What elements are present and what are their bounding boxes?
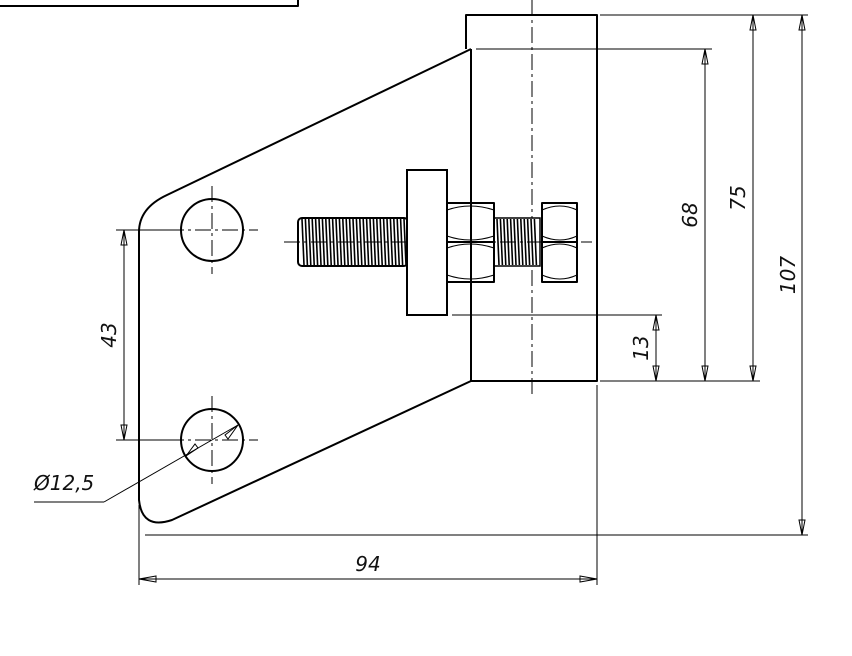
dim-label-13: 13 xyxy=(629,335,653,360)
thread-line xyxy=(355,218,360,266)
dim-total-height-107: 107 xyxy=(145,14,808,536)
dim-clamp-inner-68: 68 xyxy=(476,48,712,382)
thread-line xyxy=(308,218,312,266)
thread-line xyxy=(389,218,394,266)
thread-line xyxy=(301,218,305,266)
hex-nut-left xyxy=(446,202,495,283)
mounting-plate xyxy=(138,48,472,524)
dim-label-94: 94 xyxy=(355,552,380,576)
dim-label-75: 75 xyxy=(726,185,750,210)
thread-line xyxy=(523,218,527,266)
dim-bolt-offset-13: 13 xyxy=(452,314,662,382)
dim-label-68: 68 xyxy=(678,202,702,227)
dim-width-94: 94 xyxy=(138,385,598,585)
thread-line xyxy=(328,218,332,266)
washer xyxy=(406,169,448,316)
thread-line xyxy=(516,218,521,266)
dim-label-43: 43 xyxy=(97,322,121,347)
title-block-fragment xyxy=(0,0,299,7)
dim-clamp-outer-75: 75 xyxy=(600,14,760,382)
dim-label-107: 107 xyxy=(776,256,800,294)
clamp-body xyxy=(465,0,598,395)
dim-hole-diameter: Ø12,5 xyxy=(33,424,239,503)
thread-line xyxy=(379,218,383,266)
thread-line xyxy=(496,218,500,266)
thread-line xyxy=(362,218,366,266)
threaded-rod xyxy=(284,217,592,267)
dim-hole-spacing: 43 xyxy=(97,229,180,441)
mounting-hole-top xyxy=(168,186,258,274)
thread-line xyxy=(382,218,387,266)
dim-label-diameter: Ø12,5 xyxy=(33,471,94,495)
mounting-hole-bottom xyxy=(168,396,258,484)
hex-nut-right xyxy=(541,202,578,283)
thread-line xyxy=(335,218,339,266)
